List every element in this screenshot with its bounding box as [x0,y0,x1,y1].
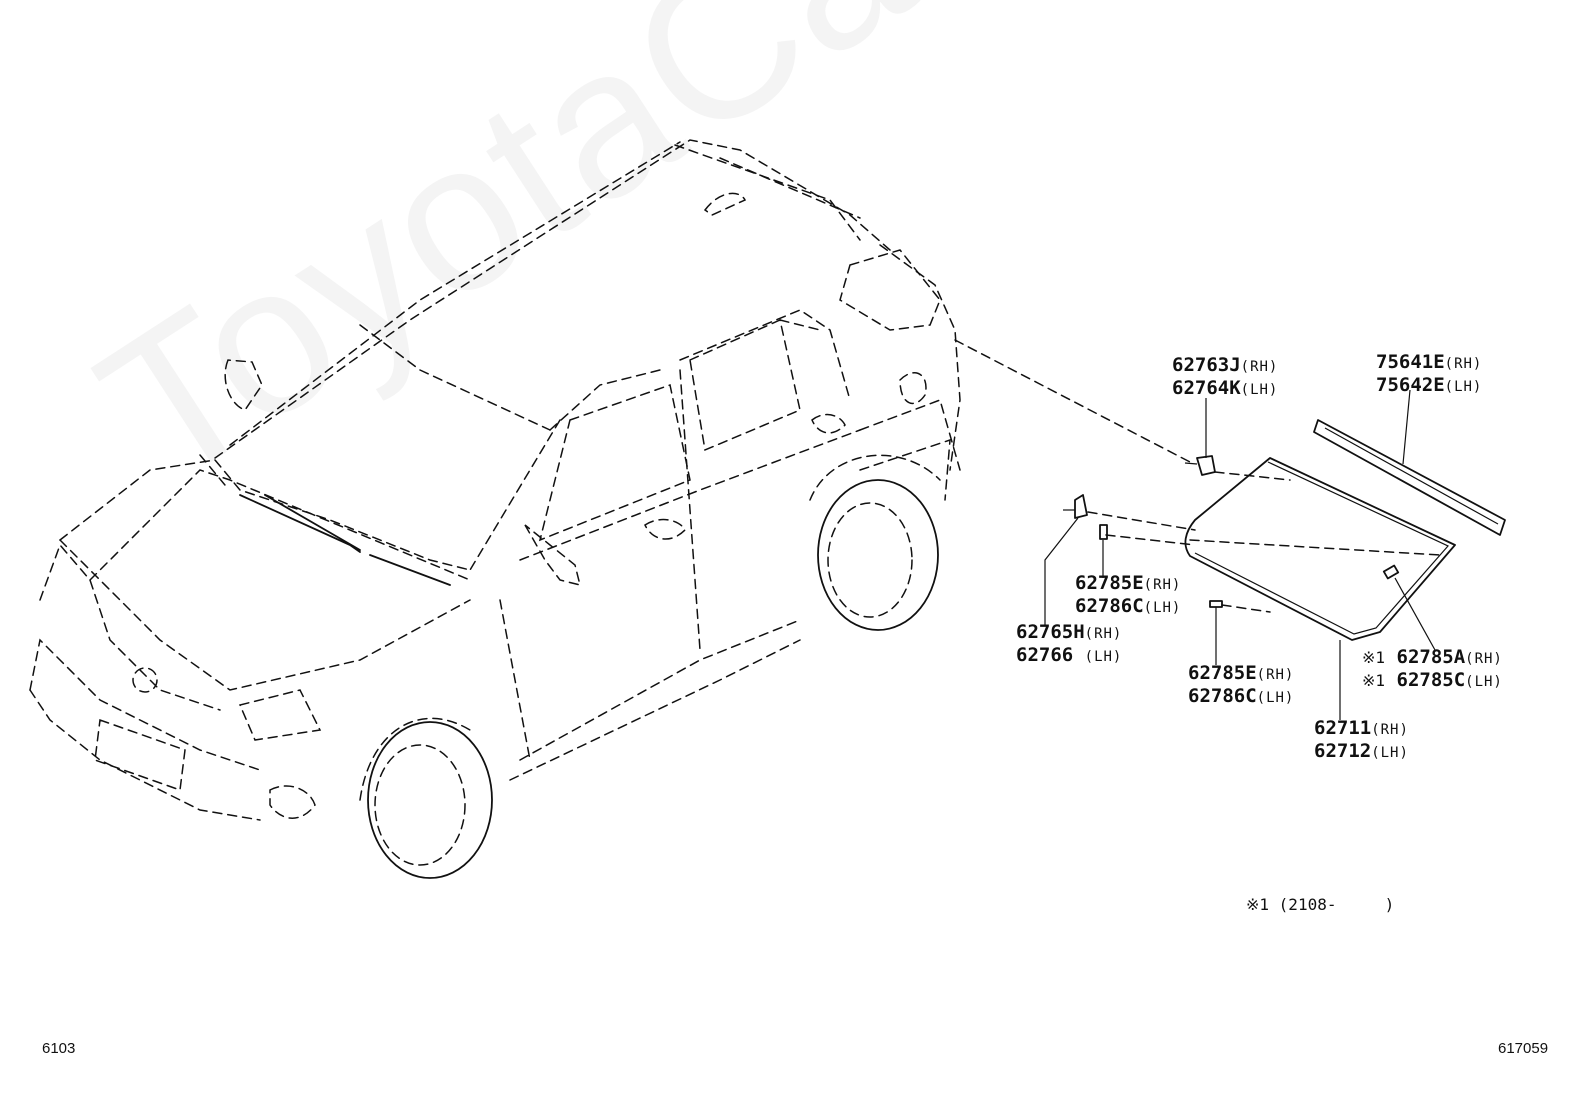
side-suffix: (LH) [1444,379,1483,395]
part-number: 62712 [1314,740,1372,762]
side-suffix: (LH) [1084,649,1123,665]
side-suffix: (LH) [1465,674,1503,690]
part-number: 62765H [1016,621,1085,643]
part-number: 62763J [1172,354,1241,376]
part-number: 62785C [1396,669,1466,691]
part-number: 62785A [1396,646,1466,668]
label-62785e-upper: 62785E(RH) 62786C(LH) [1075,573,1181,619]
side-suffix: (LH) [1256,690,1295,706]
label-62765h: 62765H(RH) 62766 (LH) [1016,622,1122,668]
part-number: 62785E [1075,572,1144,594]
label-75641e: 75641E(RH) 75642E(LH) [1376,352,1482,398]
leader-lines [1044,389,1436,720]
label-62785e-lower: 62785E(RH) 62786C(LH) [1188,663,1294,709]
vehicle-drawing [29,139,961,879]
assembly-lines [954,339,1441,613]
part-number: 62786C [1075,595,1144,617]
label-62785a: ※1 62785A(RH) ※1 62785C(LH) [1362,647,1503,693]
part-number: 62711 [1314,717,1372,739]
corner-code-right: 617059 [1498,1040,1549,1057]
footnote-mark: ※1 [1362,648,1386,667]
side-suffix: (RH) [1371,722,1409,738]
side-suffix: (LH) [1371,745,1409,761]
side-suffix: (RH) [1465,651,1503,667]
footnote: ※1 (2108- ) [1246,895,1395,914]
side-suffix: (LH) [1240,382,1279,398]
part-number: 75641E [1376,351,1445,373]
part-number: 75642E [1376,374,1445,396]
side-suffix: (RH) [1444,356,1483,372]
side-suffix: (RH) [1240,359,1279,375]
side-suffix: (LH) [1143,600,1182,616]
part-number: 62785E [1188,662,1257,684]
part-number: 62764K [1172,377,1241,399]
back-door-glass [1184,457,1456,641]
part-number: 62786C [1188,685,1257,707]
part-number: 62766 [1016,644,1085,666]
corner-code-left: 6103 [42,1040,76,1057]
spoiler-part [1313,419,1506,536]
side-suffix: (RH) [1143,577,1182,593]
side-suffix: (RH) [1084,626,1123,642]
footnote-mark: ※1 [1362,671,1386,690]
label-62711: 62711(RH) 62712(LH) [1314,718,1409,764]
label-62763j: 62763J(RH) 62764K(LH) [1172,355,1278,401]
side-suffix: (RH) [1256,667,1295,683]
